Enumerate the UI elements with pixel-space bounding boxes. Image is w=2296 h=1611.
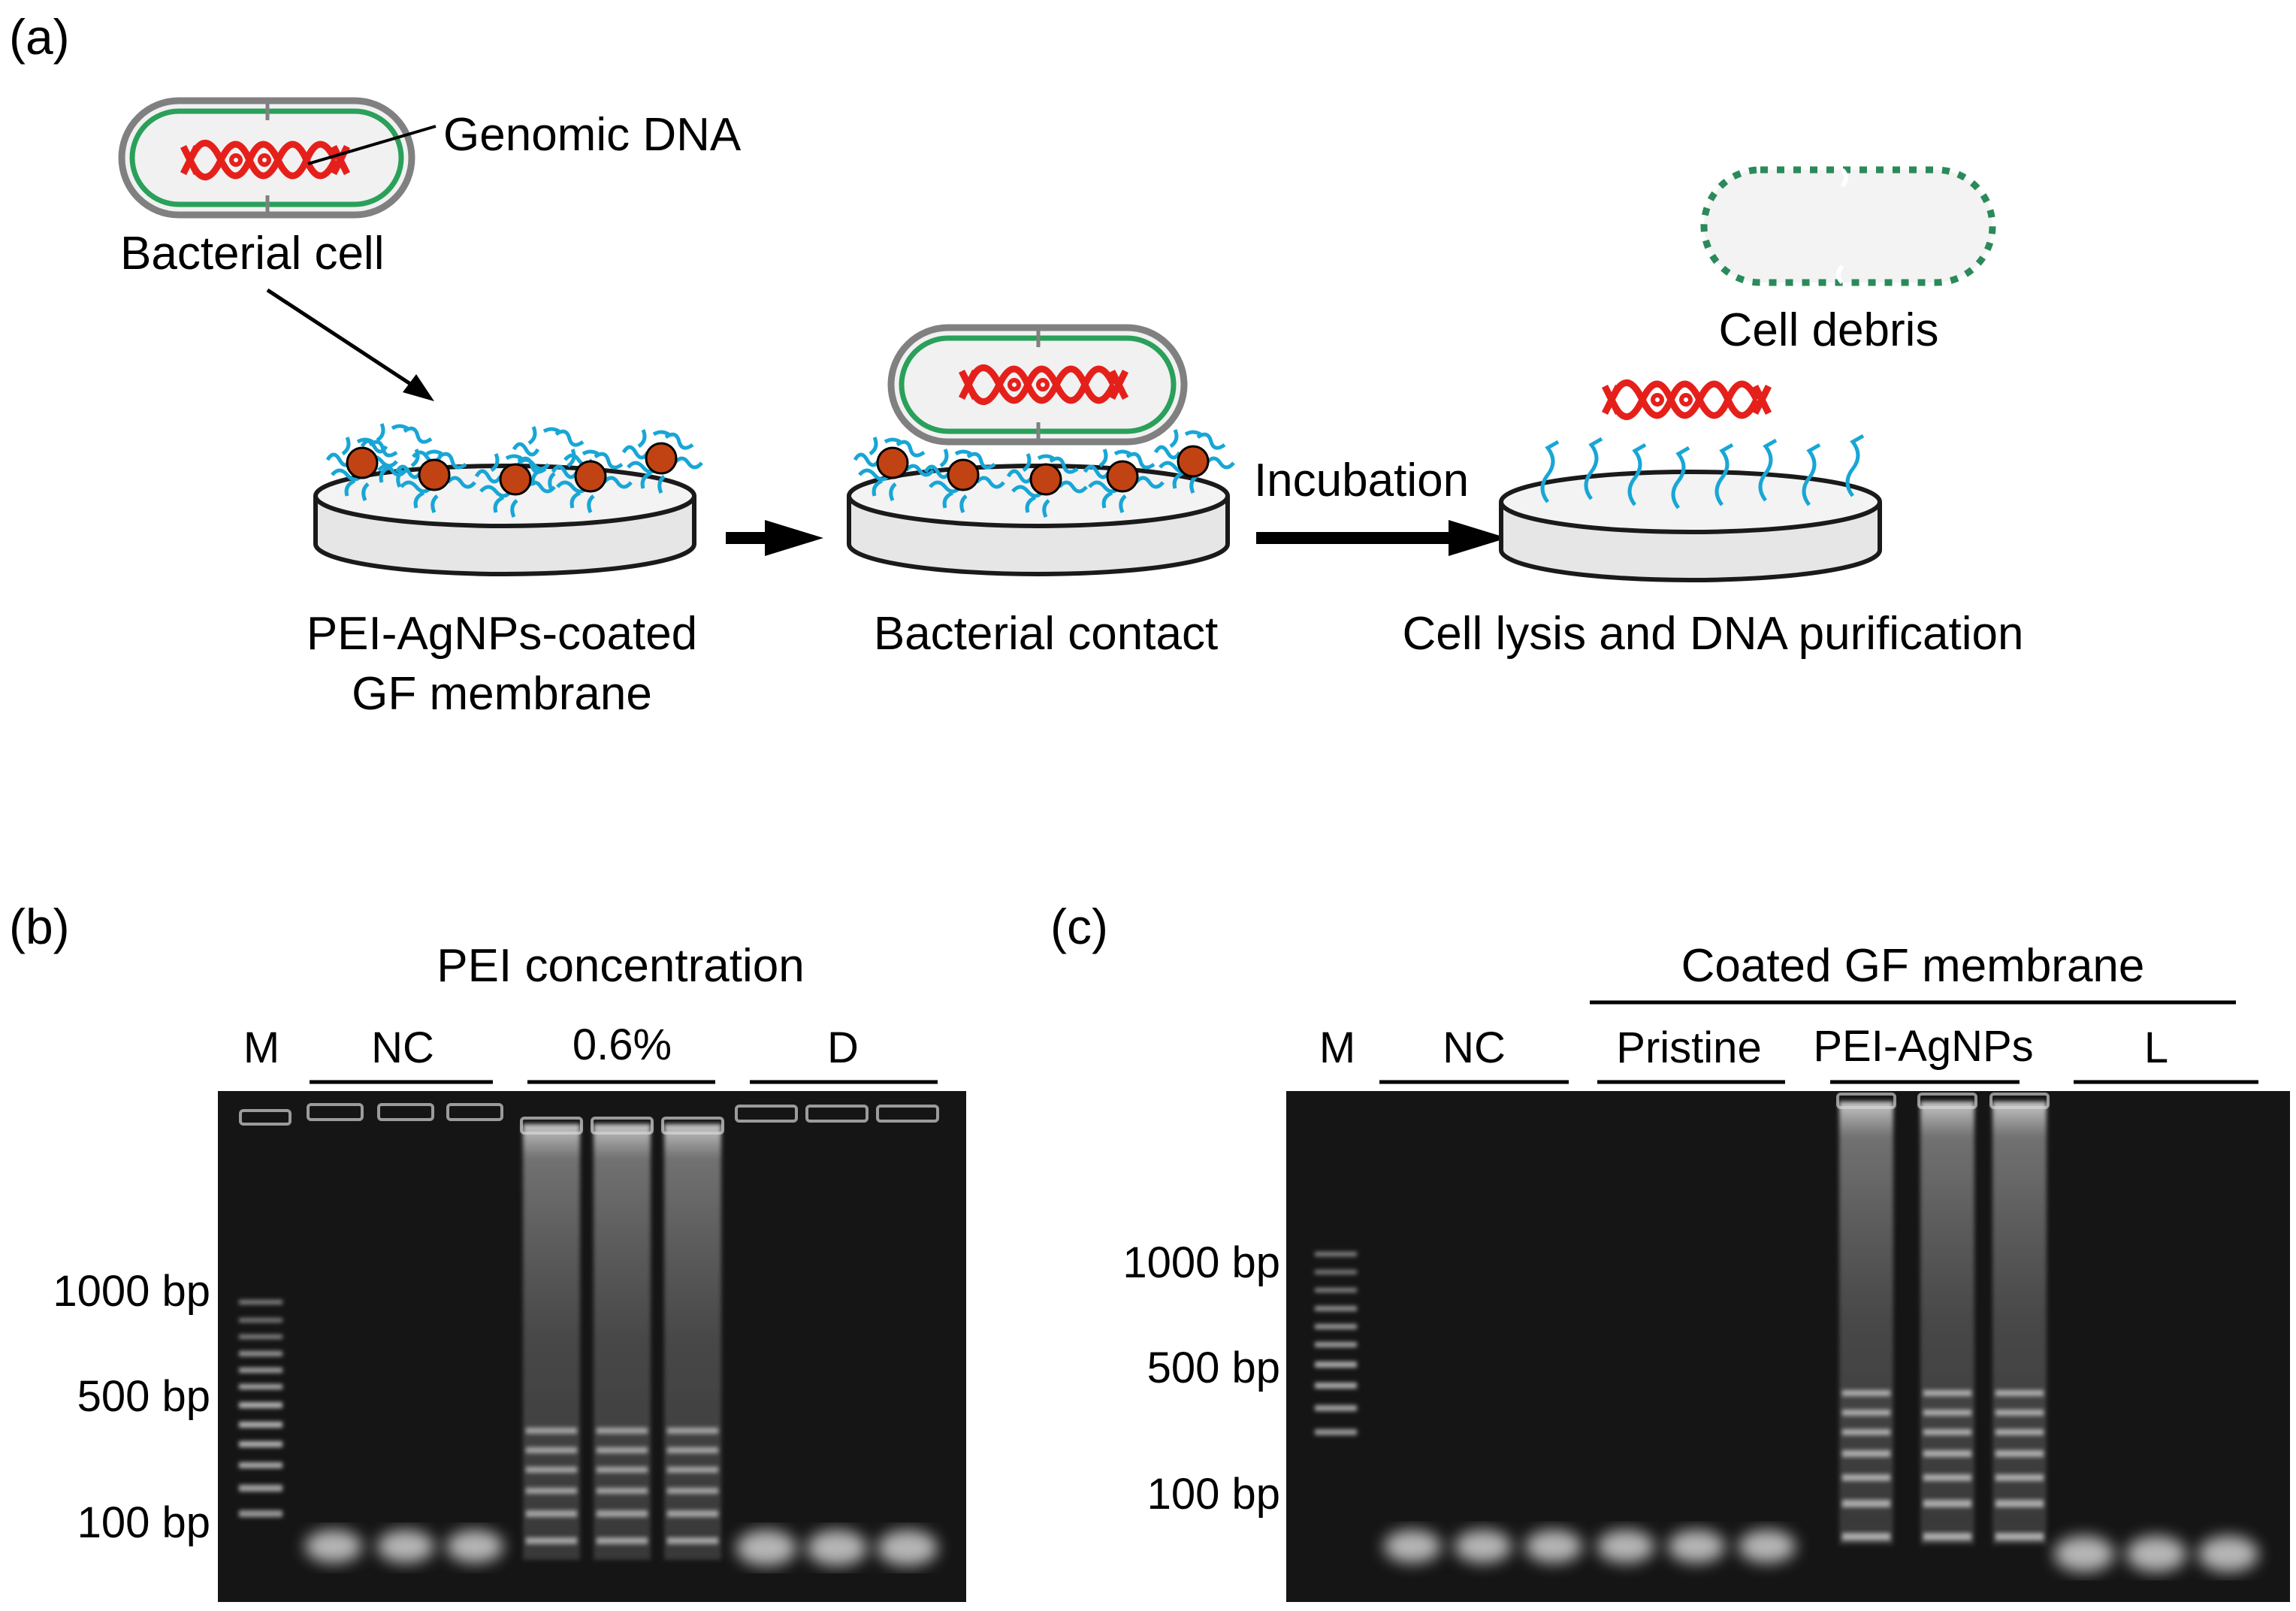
gel-b [218, 1091, 966, 1602]
step-arrow-2 [1256, 520, 1507, 556]
panel-b-ladder-1000: 1000 bp [53, 1267, 210, 1316]
panel-b-marker-label: M [243, 1023, 279, 1072]
step-arrow-1 [726, 520, 823, 556]
panel-b-group-d: D [827, 1023, 859, 1072]
panel-b-label: (b) [9, 899, 70, 954]
genomic-dna-label: Genomic DNA [443, 109, 742, 161]
panel-b-ladder-500: 500 bp [77, 1372, 210, 1421]
nanoparticle-icon [876, 445, 1210, 496]
panel-c-group-l: L [2144, 1023, 2168, 1072]
nanoparticle-icon [346, 442, 678, 496]
membrane-label-line2: GF membrane [352, 668, 652, 720]
membrane-purified [1499, 382, 1882, 582]
membrane-contact [847, 324, 1234, 576]
panel-c-title: Coated GF membrane [1681, 940, 2145, 992]
bacterial-cell-label: Bacterial cell [120, 228, 384, 280]
panel-c-group-pei-agnps: PEI-AgNPs [1813, 1022, 2033, 1071]
panel-b-title: PEI concentration [437, 940, 804, 992]
ladder-bands-c [1315, 1252, 1357, 1435]
panel-b-group-06: 0.6% [572, 1020, 672, 1069]
panel-b-ladder-100: 100 bp [77, 1498, 210, 1547]
panel-c-group-pristine: Pristine [1616, 1023, 1761, 1072]
panel-c-group-nc: NC [1443, 1023, 1506, 1072]
membrane-coated [313, 424, 702, 576]
contact-arrow [266, 288, 434, 401]
panel-c-ladder-500: 500 bp [1147, 1344, 1280, 1392]
lysis-label: Cell lysis and DNA purification [1402, 608, 2023, 660]
cell-debris-label: Cell debris [1719, 304, 1939, 356]
incubation-label: Incubation [1254, 455, 1469, 506]
gel-c [1286, 1091, 2290, 1602]
cell-debris [1700, 166, 1996, 286]
panel-c-ladder-1000: 1000 bp [1122, 1238, 1280, 1287]
panel-a-label: (a) [9, 9, 70, 65]
bacterial-contact-label: Bacterial contact [874, 608, 1218, 660]
panel-c-ladder-100: 100 bp [1147, 1470, 1280, 1519]
panel-c-label: (c) [1050, 899, 1108, 954]
panel-b-group-nc: NC [371, 1023, 434, 1072]
bacterial-cell [118, 97, 415, 219]
genomic-dna-pointer [307, 125, 437, 165]
ladder-bands-b [239, 1300, 282, 1517]
membrane-label-line1: PEI-AgNPs-coated [307, 608, 697, 660]
panel-c-marker-label: M [1319, 1023, 1355, 1072]
